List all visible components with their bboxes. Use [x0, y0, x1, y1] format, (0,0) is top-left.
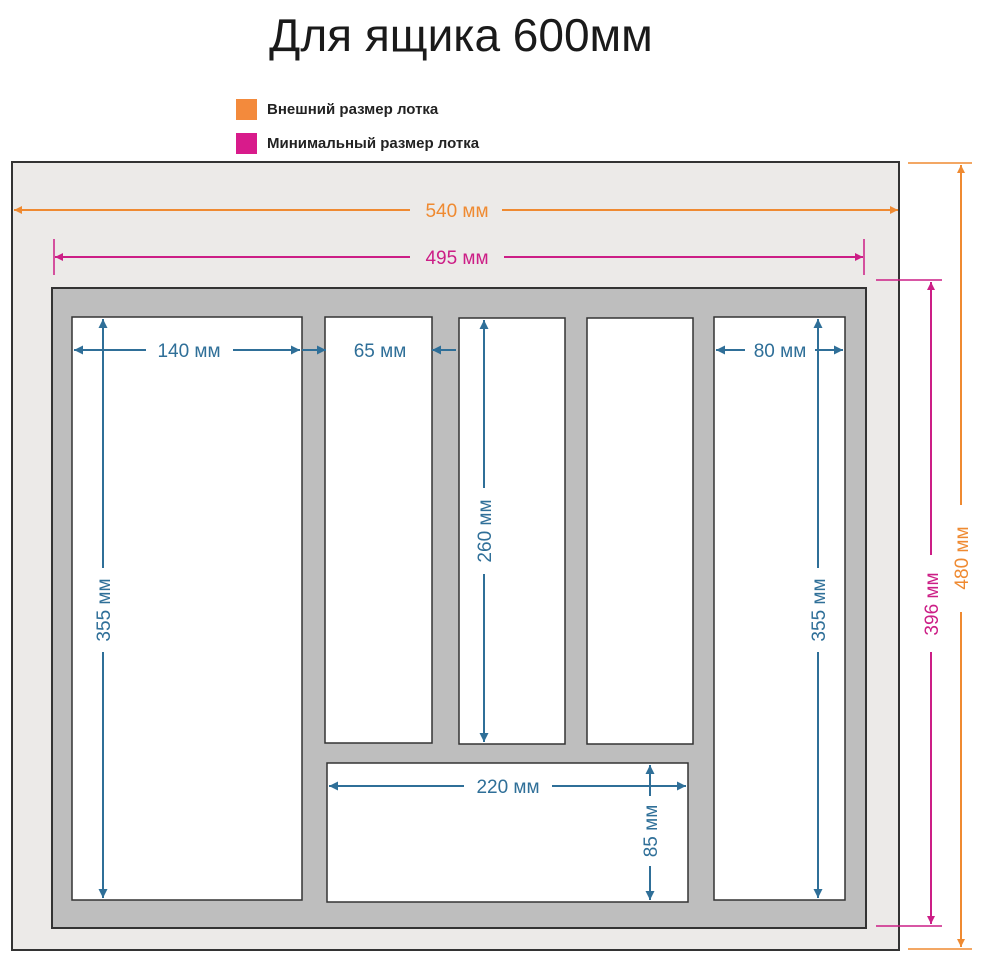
legend-swatch-magenta — [236, 132, 257, 154]
comp5-length-dimension: 355 мм — [809, 319, 830, 898]
page-title: Для ящика 600мм — [269, 9, 653, 61]
comp6-length-label: 85 мм — [641, 805, 662, 858]
legend-label-outer-size: Внешний размер лотка — [267, 100, 439, 118]
legend-item-min-size: Минимальный размер лотка — [236, 132, 480, 154]
outer-depth-label: 480 мм — [952, 526, 973, 589]
compartment-3 — [458, 317, 566, 745]
min-depth-label: 396 мм — [922, 572, 943, 635]
legend-swatch-orange — [236, 98, 257, 120]
outer-width-label: 540 мм — [425, 201, 488, 222]
comp2-width-dimension: 65 мм — [302, 341, 456, 362]
comp1-width-dimension: 140 мм — [74, 341, 300, 362]
comp5-width-label: 80 мм — [754, 341, 807, 362]
min-width-label: 495 мм — [425, 248, 488, 269]
outer-depth-dimension: 480 мм — [908, 162, 973, 950]
compartment-2 — [324, 316, 433, 744]
comp6-width-label: 220 мм — [476, 777, 539, 798]
comp5-length-label: 355 мм — [809, 578, 830, 641]
comp3-length-label: 260 мм — [475, 499, 496, 562]
comp5-width-dimension: 80 мм — [716, 341, 843, 362]
comp1-length-label: 355 мм — [94, 578, 115, 641]
comp1-width-label: 140 мм — [157, 341, 220, 362]
comp6-width-dimension: 220 мм — [329, 777, 686, 798]
comp1-length-dimension: 355 мм — [94, 319, 115, 898]
min-width-dimension: 495 мм — [53, 239, 865, 275]
min-depth-dimension: 396 мм — [876, 279, 943, 927]
compartment-4 — [586, 317, 694, 745]
compartment-1 — [71, 316, 303, 901]
legend-label-min-size: Минимальный размер лотка — [267, 134, 480, 152]
comp2-width-label: 65 мм — [354, 341, 407, 362]
comp3-length-dimension: 260 мм — [475, 320, 496, 742]
comp6-length-dimension: 85 мм — [641, 765, 662, 900]
outer-width-dimension: 540 мм — [14, 201, 898, 222]
legend-item-outer-size: Внешний размер лотка — [236, 98, 439, 120]
compartment-5 — [713, 316, 846, 901]
